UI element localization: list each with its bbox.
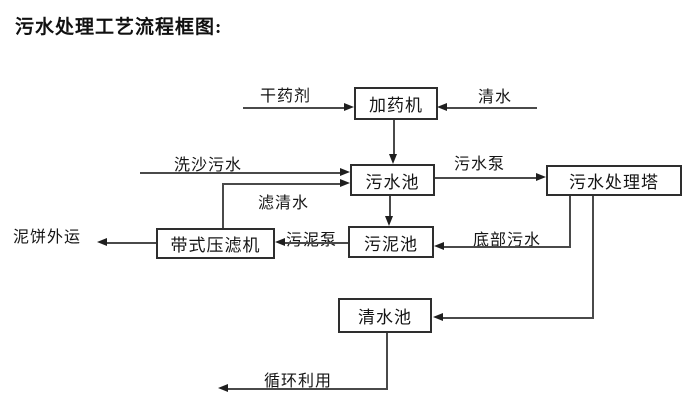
label-recycle-use: 循环利用 [264, 373, 333, 390]
node-belt-filter-press: 带式压滤机 [156, 228, 275, 259]
arrowhead-right-icon [340, 168, 350, 176]
connector-dry-chemical [243, 107, 344, 109]
connector-filtered-water [222, 183, 340, 185]
connector-tower-to-clean-vertical [592, 196, 594, 319]
page-title: 污水处理工艺流程框图: [15, 17, 223, 38]
label-filtered-water: 滤清水 [258, 195, 310, 212]
label-clean-water: 清水 [478, 89, 513, 106]
arrowhead-down-icon [385, 216, 393, 226]
connector-recycle [228, 388, 388, 390]
connector-recycle-vertical [386, 333, 388, 390]
node-dosing-machine: 加药机 [354, 87, 438, 120]
connector-mud-cake [107, 242, 156, 244]
arrowhead-down-icon [389, 154, 397, 164]
node-clean-water-pool: 清水池 [338, 298, 432, 333]
connector-sewage-to-sludge [389, 196, 391, 217]
arrowhead-left-icon [275, 238, 285, 246]
connector-sludge-pump [285, 242, 348, 244]
arrowhead-left-icon [434, 242, 444, 250]
connector-sand-washing [140, 172, 340, 174]
connector-bottom-sewage-vertical [569, 196, 571, 248]
connector-clean-water [447, 107, 537, 109]
connector-sewage-pump [435, 177, 536, 179]
connector-dosing-to-sewage [393, 120, 395, 155]
label-sewage-pump: 污水泵 [454, 156, 506, 173]
arrowhead-left-icon [218, 384, 228, 392]
node-sewage-pool: 污水池 [350, 164, 435, 196]
node-treatment-tower: 污水处理塔 [546, 165, 682, 196]
connector-tower-to-clean [443, 317, 594, 319]
label-sludge-pump: 污泥泵 [286, 232, 338, 249]
connector-bottom-sewage [444, 246, 571, 248]
arrowhead-left-icon [437, 103, 447, 111]
arrowhead-right-icon [536, 173, 546, 181]
arrowhead-left-icon [97, 238, 107, 246]
arrowhead-left-icon [433, 313, 443, 321]
label-bottom-sewage: 底部污水 [473, 232, 542, 249]
label-mud-cake-outbound: 泥饼外运 [13, 229, 82, 246]
arrowhead-right-icon [344, 103, 354, 111]
label-sand-washing-sewage: 洗沙污水 [174, 157, 243, 174]
connector-filtered-water-vertical [222, 183, 224, 228]
node-sludge-pool: 污泥池 [348, 226, 434, 258]
arrowhead-right-icon [340, 179, 350, 187]
label-dry-chemical: 干药剂 [260, 88, 312, 105]
